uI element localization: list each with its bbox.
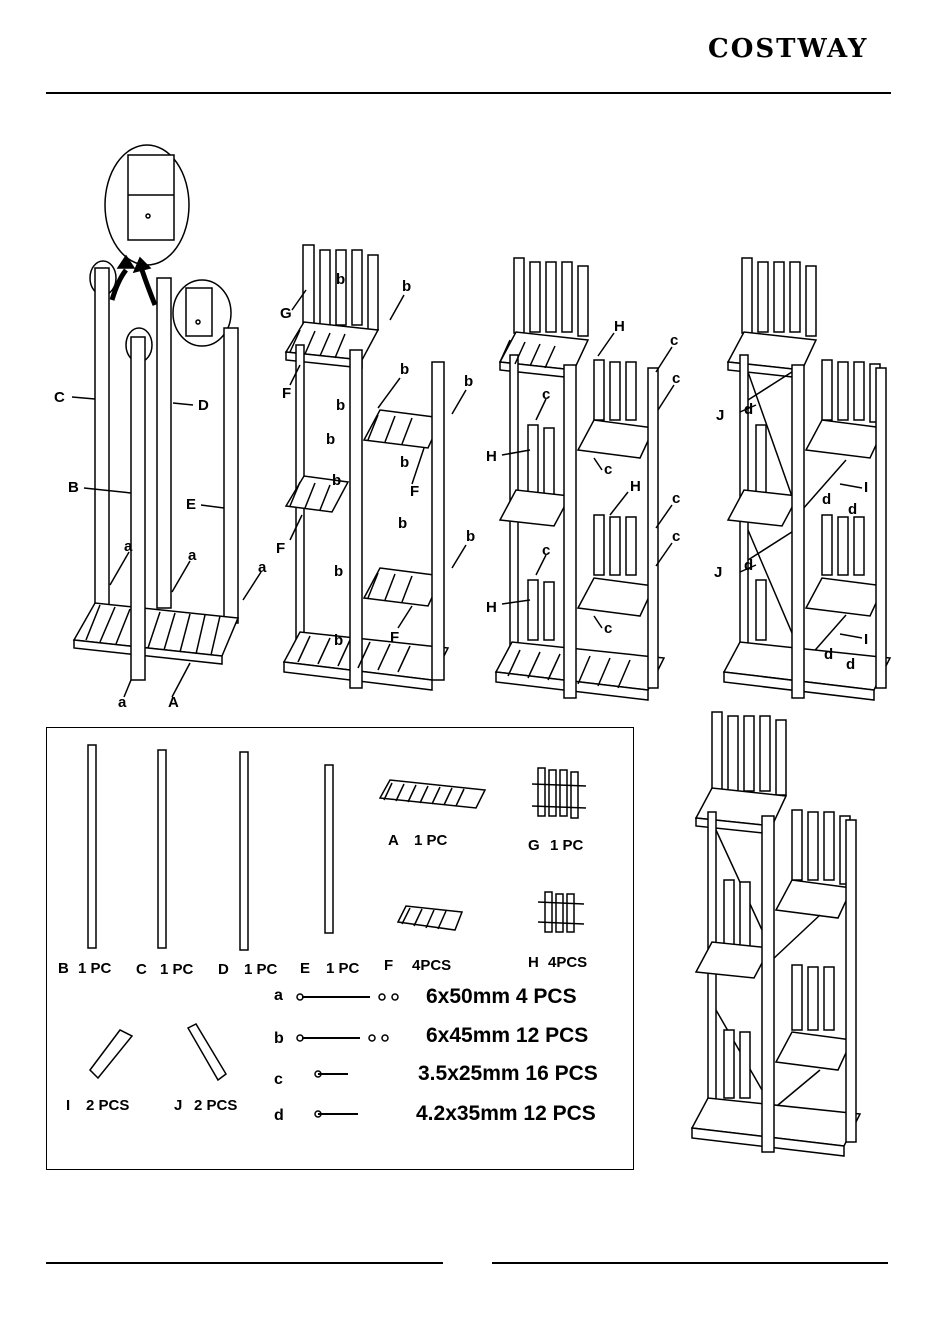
label-screw-d: d xyxy=(822,492,831,507)
step1-diagram xyxy=(72,145,261,697)
label-part-C: C xyxy=(54,390,65,405)
label-part-J: J xyxy=(716,408,724,423)
label-screw-d: d xyxy=(744,402,753,417)
label-screw-c: c xyxy=(542,543,550,558)
part-F-id: F xyxy=(384,958,393,973)
footer-rule-right xyxy=(492,1262,888,1264)
hardware-a-id: a xyxy=(274,988,283,1004)
label-part-H: H xyxy=(630,479,641,494)
label-part-I: I xyxy=(864,480,868,495)
label-screw-d: d xyxy=(744,558,753,573)
label-screw-b: b xyxy=(336,272,345,287)
label-screw-c: c xyxy=(670,333,678,348)
label-screw-d: d xyxy=(848,502,857,517)
label-part-G: G xyxy=(280,306,292,321)
hardware-c-spec: 3.5x25mm 16 PCS xyxy=(418,1063,598,1084)
final-assembled-diagram xyxy=(692,712,860,1156)
label-part-F: F xyxy=(390,630,399,645)
label-part-H: H xyxy=(614,319,625,334)
part-D-id: D xyxy=(218,962,229,977)
part-J-qty: 2 PCS xyxy=(194,1098,237,1113)
step3-diagram xyxy=(496,258,674,700)
label-screw-d: d xyxy=(824,647,833,662)
hardware-d-id: d xyxy=(274,1108,284,1124)
label-screw-b: b xyxy=(336,398,345,413)
part-E-id: E xyxy=(300,961,310,976)
part-I-id: I xyxy=(66,1098,70,1113)
label-screw-b: b xyxy=(334,633,343,648)
part-E-qty: 1 PC xyxy=(326,961,359,976)
hardware-a-spec: 6x50mm 4 PCS xyxy=(426,986,577,1007)
part-J-id: J xyxy=(174,1098,182,1113)
hardware-b-id: b xyxy=(274,1031,284,1047)
step2-diagram xyxy=(284,245,466,690)
part-H-id: H xyxy=(528,955,539,970)
part-H-qty: 4PCS xyxy=(548,955,587,970)
footer-rule-left xyxy=(46,1262,443,1264)
part-F-qty: 4PCS xyxy=(412,958,451,973)
label-screw-b: b xyxy=(466,529,475,544)
label-screw-c: c xyxy=(604,462,612,477)
label-part-H: H xyxy=(486,600,497,615)
part-C-id: C xyxy=(136,962,147,977)
label-screw-c: c xyxy=(672,371,680,386)
label-screw-a: a xyxy=(258,560,266,575)
label-screw-b: b xyxy=(398,516,407,531)
label-screw-a: a xyxy=(188,548,196,563)
label-screw-c: c xyxy=(672,529,680,544)
label-screw-c: c xyxy=(672,491,680,506)
label-screw-b: b xyxy=(332,473,341,488)
part-D-qty: 1 PC xyxy=(244,962,277,977)
label-part-E: E xyxy=(186,497,196,512)
part-C-qty: 1 PC xyxy=(160,962,193,977)
label-part-D: D xyxy=(198,398,209,413)
part-A-qty: 1 PC xyxy=(414,833,447,848)
label-screw-c: c xyxy=(604,621,612,636)
label-part-B: B xyxy=(68,480,79,495)
label-part-A: A xyxy=(168,695,179,710)
part-B-qty: 1 PC xyxy=(78,961,111,976)
part-G-qty: 1 PC xyxy=(550,838,583,853)
label-screw-b: b xyxy=(334,564,343,579)
hardware-c-id: c xyxy=(274,1072,283,1088)
label-screw-b: b xyxy=(326,432,335,447)
part-B-id: B xyxy=(58,961,69,976)
label-screw-b: b xyxy=(400,455,409,470)
label-screw-b: b xyxy=(402,279,411,294)
label-screw-c: c xyxy=(542,387,550,402)
part-G-id: G xyxy=(528,838,540,853)
label-part-I: I xyxy=(864,632,868,647)
part-A-id: A xyxy=(388,833,399,848)
label-part-F: F xyxy=(276,541,285,556)
label-part-J: J xyxy=(714,565,722,580)
label-screw-a: a xyxy=(118,695,126,710)
hardware-d-spec: 4.2x35mm 12 PCS xyxy=(416,1103,596,1124)
label-part-F: F xyxy=(410,484,419,499)
label-part-F: F xyxy=(282,386,291,401)
label-screw-b: b xyxy=(400,362,409,377)
hardware-b-spec: 6x45mm 12 PCS xyxy=(426,1025,588,1046)
part-I-qty: 2 PCS xyxy=(86,1098,129,1113)
label-screw-d: d xyxy=(846,657,855,672)
label-screw-b: b xyxy=(464,374,473,389)
label-screw-a: a xyxy=(124,539,132,554)
label-part-H: H xyxy=(486,449,497,464)
